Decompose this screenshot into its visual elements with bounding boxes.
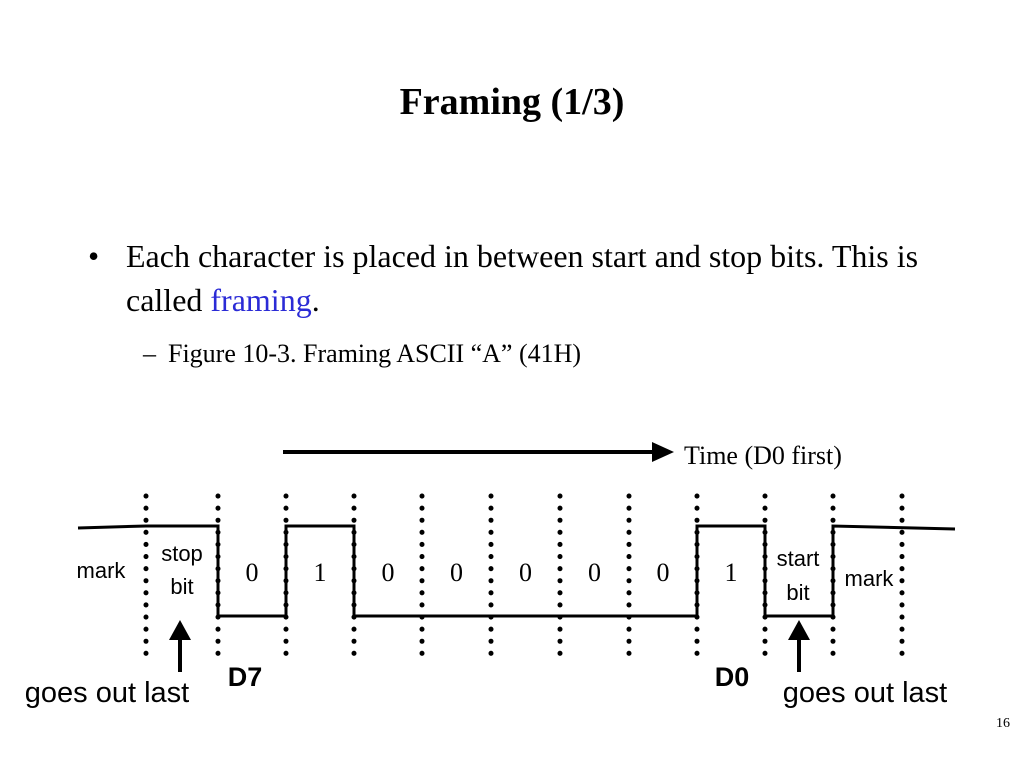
time-label: Time (D0 first) — [684, 441, 842, 470]
bit-value-4: 0 — [519, 558, 532, 587]
bit-value-6: 0 — [657, 558, 670, 587]
slide-title: Framing (1/3) — [399, 81, 625, 123]
page-number: 16 — [996, 716, 1010, 731]
bit-values: 0 1 0 0 0 0 0 1 — [246, 558, 738, 587]
stop-bit-label-line2: bit — [170, 574, 193, 599]
bullet-text-after: . — [311, 282, 320, 318]
mark-label-right: mark — [845, 566, 895, 591]
stop-bit-label-line1: stop — [161, 541, 203, 566]
start-bit-up-arrow — [788, 620, 810, 672]
start-bit-label-line1: start — [777, 546, 820, 571]
signal-waveform — [77, 524, 956, 618]
bullet-marker: • — [88, 238, 100, 274]
goes-out-last-right: goes out last — [783, 677, 947, 709]
bit-value-0: 0 — [246, 558, 259, 587]
mark-label-left: mark — [77, 558, 127, 583]
d0-label: D0 — [715, 662, 750, 692]
framing-term: framing — [210, 282, 312, 318]
time-arrow — [283, 442, 674, 462]
goes-out-last-left: goes out last — [25, 677, 189, 709]
bit-value-3: 0 — [450, 558, 463, 587]
figure-caption: Figure 10-3. Framing ASCII “A” (41H) — [168, 339, 582, 368]
d7-label: D7 — [228, 662, 263, 692]
sub-bullet: –Figure 10-3. Framing ASCII “A” (41H) — [143, 336, 581, 372]
bullet-text: Each character is placed in between star… — [126, 234, 966, 322]
bit-value-2: 0 — [382, 558, 395, 587]
stop-bit-up-arrow — [169, 620, 191, 672]
bullet-text-before: Each character is placed in between star… — [126, 238, 919, 318]
start-bit-label-line2: bit — [786, 580, 809, 605]
bit-value-5: 0 — [588, 558, 601, 587]
sub-bullet-marker: – — [143, 339, 156, 368]
bit-value-1: 1 — [314, 558, 327, 587]
bit-value-7: 1 — [725, 558, 738, 587]
